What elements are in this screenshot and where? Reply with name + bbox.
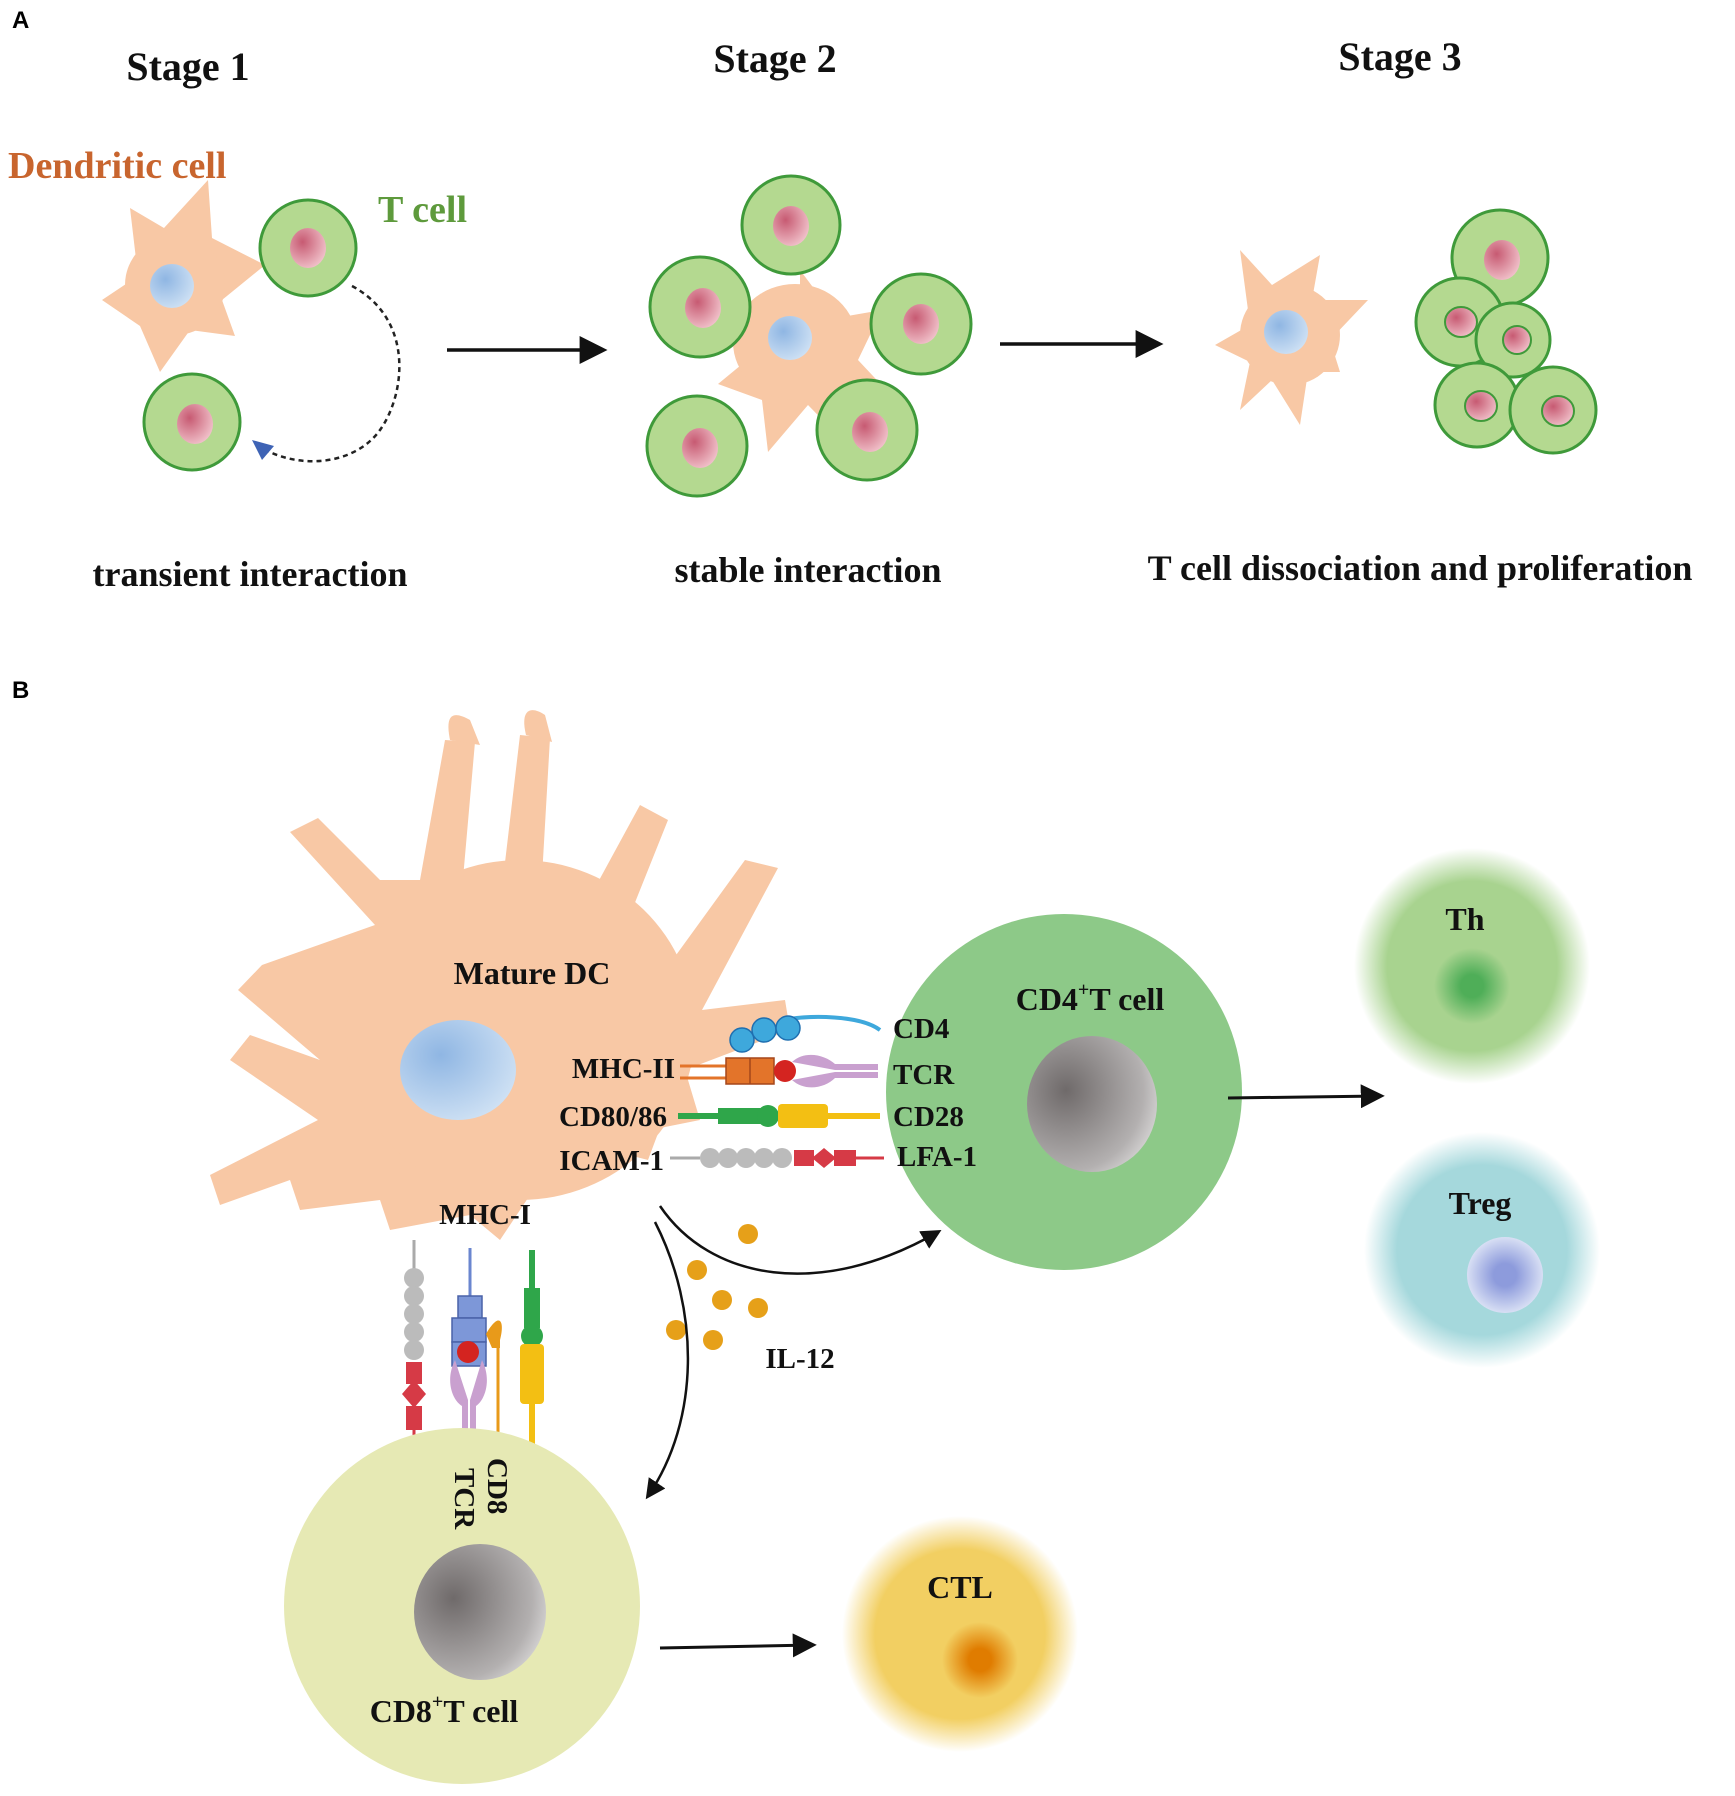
mhc-ii-label: MHC-II [572,1053,675,1085]
cd8-label: CD8 [481,1458,513,1514]
stage-3-title: Stage 3 [1338,34,1461,79]
cd4-label: CD4 [893,1013,949,1045]
tcr-label: TCR [893,1059,955,1091]
stage-2-t-cells [645,174,973,498]
stage-3-caption: T cell dissociation and proliferation [1148,548,1693,588]
panel-b-label: B [12,677,29,704]
panel-a-label: A [12,7,29,34]
cd80-cd28-cd8-molecule [520,1250,544,1450]
treg-label: Treg [1449,1185,1512,1221]
dendritic-cell-label: Dendritic cell [8,145,226,187]
cd80-cd28-molecule [678,1104,880,1128]
cd4-coreceptor [729,1015,882,1053]
stage-3-t-cell-cluster [1414,208,1598,455]
cd4-tcr-molecule [792,1054,878,1088]
ctl-label: CTL [927,1569,993,1605]
cd4-to-outputs-arrow [1227,1084,1385,1109]
icam-lfa-molecule [670,1148,884,1168]
mhc-i-molecule [451,1248,502,1367]
t-cell-label: T cell [378,189,467,231]
cd8-tcr-molecule [450,1360,487,1450]
stage-1-t-cell-bottom [142,372,242,472]
stage-2-title: Stage 2 [713,36,836,81]
cd4-t-cell-label: CD4+T cell [1016,979,1165,1017]
cd80-86-label: CD80/86 [559,1101,667,1133]
cd8-t-cell-label: CD8+T cell [370,1691,519,1729]
mhc-ii-molecule [680,1057,796,1085]
cd28-label: CD28 [893,1101,964,1133]
lfa-1-label: LFA-1 [897,1141,977,1173]
cd4-t-cell [886,914,1242,1270]
stage-1-t-cell-top [258,198,358,298]
icam-1-label: ICAM-1 [559,1145,664,1177]
stage-1-dendritic-cell [102,180,265,372]
stage-1-caption: transient interaction [93,554,408,594]
stage-3-dendritic-cell [1215,250,1368,425]
th-cell [1354,848,1590,1084]
treg-cell [1364,1132,1600,1368]
cd8-to-ctl-arrow [659,1633,817,1658]
mature-dendritic-cell [210,710,790,1240]
il12-cytokines [666,1224,768,1350]
mature-dc-label: Mature DC [454,955,611,991]
cd8-t-cell [284,1428,640,1784]
dc-to-cd8-arrow [645,1221,690,1500]
cd8-icam-lfa-molecule [402,1240,426,1450]
cd8-tcr-label: TCR [448,1468,480,1530]
ctl-cell [842,1516,1078,1752]
migration-path [252,284,401,463]
stage-1-title: Stage 1 [126,44,249,89]
th-label: Th [1445,901,1484,937]
il12-label: IL-12 [765,1343,834,1375]
stage-2-caption: stable interaction [675,550,942,590]
dc-to-cd4-arrow [658,1205,942,1275]
mhc-i-label: MHC-I [439,1199,531,1231]
